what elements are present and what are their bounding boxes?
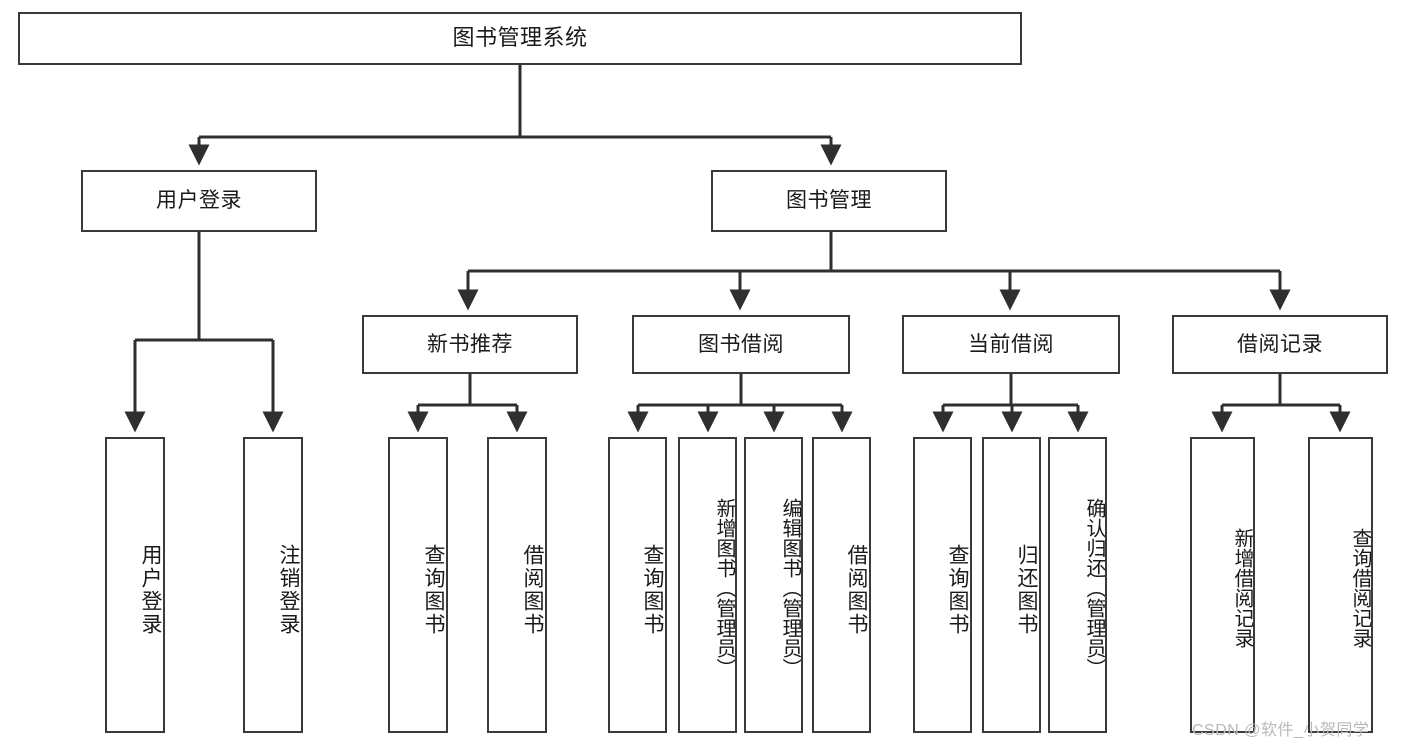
leaf-query-book-current[interactable]: 查询图书 <box>913 437 972 733</box>
node-current-borrow[interactable]: 当前借阅 <box>902 315 1120 374</box>
node-user-login[interactable]: 用户登录 <box>81 170 317 232</box>
node-new-book-recommend[interactable]: 新书推荐 <box>362 315 578 374</box>
leaf-borrow-book-newbook[interactable]: 借阅图书 <box>487 437 547 733</box>
csdn-watermark: CSDN @软件_小贺同学 <box>1192 722 1370 739</box>
leaf-query-borrow-record[interactable]: 查询借阅记录 <box>1308 437 1373 733</box>
node-book-management[interactable]: 图书管理 <box>711 170 947 232</box>
leaf-user-login[interactable]: 用户登录 <box>105 437 165 733</box>
leaf-query-book-newbook[interactable]: 查询图书 <box>388 437 448 733</box>
leaf-edit-book-admin[interactable]: 编辑图书（管理员） <box>744 437 803 733</box>
leaf-confirm-return-admin[interactable]: 确认归还（管理员） <box>1048 437 1107 733</box>
leaf-user-logout[interactable]: 注销登录 <box>243 437 303 733</box>
leaf-add-book-admin[interactable]: 新增图书（管理员） <box>678 437 737 733</box>
leaf-return-book[interactable]: 归还图书 <box>982 437 1041 733</box>
node-borrow-record[interactable]: 借阅记录 <box>1172 315 1388 374</box>
leaf-query-book-borrow[interactable]: 查询图书 <box>608 437 667 733</box>
node-root[interactable]: 图书管理系统 <box>18 12 1022 65</box>
leaf-borrow-book[interactable]: 借阅图书 <box>812 437 871 733</box>
leaf-add-borrow-record[interactable]: 新增借阅记录 <box>1190 437 1255 733</box>
node-book-borrow[interactable]: 图书借阅 <box>632 315 850 374</box>
